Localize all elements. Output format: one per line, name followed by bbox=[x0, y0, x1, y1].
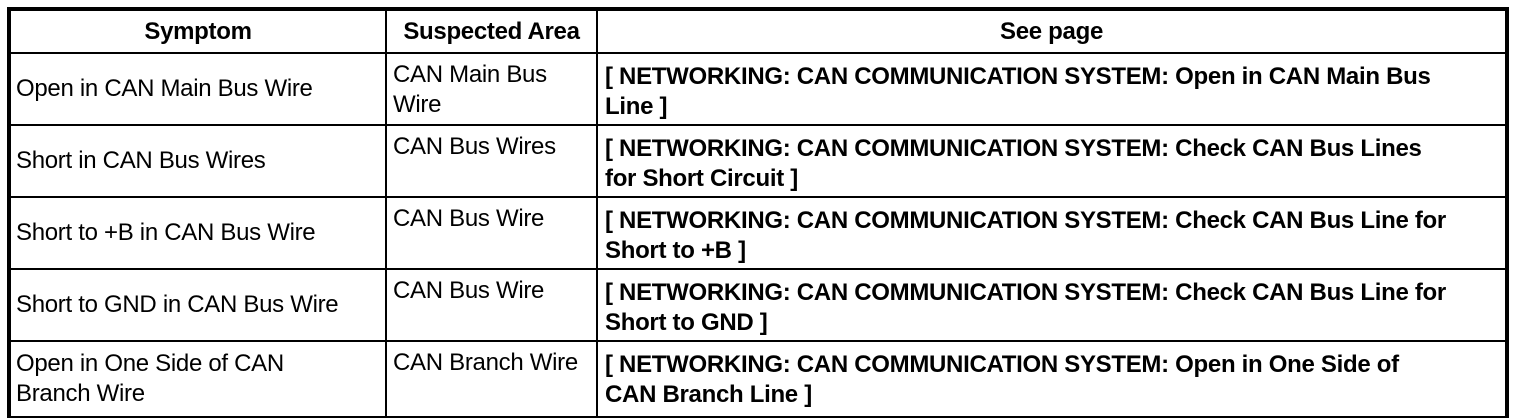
suspected-area-cell: CAN Bus Wire bbox=[385, 196, 598, 270]
suspected-area-cell: CAN Bus Wires bbox=[385, 124, 598, 198]
suspected-area-cell: CAN Main Bus Wire bbox=[385, 52, 598, 126]
col-header-see-page: See page bbox=[596, 8, 1508, 54]
see-page-cell: [ NETWORKING: CAN COMMUNICATION SYSTEM: … bbox=[596, 268, 1508, 342]
see-page-cell: [ NETWORKING: CAN COMMUNICATION SYSTEM: … bbox=[596, 340, 1508, 418]
table-row: Short in CAN Bus Wires CAN Bus Wires [ N… bbox=[8, 124, 1508, 198]
table-header-row: Symptom Suspected Area See page bbox=[8, 8, 1508, 54]
symptom-cell: Open in One Side of CAN Branch Wire bbox=[8, 340, 387, 418]
see-page-cell: [ NETWORKING: CAN COMMUNICATION SYSTEM: … bbox=[596, 52, 1508, 126]
symptom-cell: Short to +B in CAN Bus Wire bbox=[8, 196, 387, 270]
diagnostic-symptom-table: Symptom Suspected Area See page Open in … bbox=[7, 7, 1509, 418]
suspected-area-cell: CAN Branch Wire bbox=[385, 340, 598, 418]
see-page-cell: [ NETWORKING: CAN COMMUNICATION SYSTEM: … bbox=[596, 124, 1508, 198]
table-row: Short to +B in CAN Bus Wire CAN Bus Wire… bbox=[8, 196, 1508, 270]
table-row: Open in CAN Main Bus Wire CAN Main Bus W… bbox=[8, 52, 1508, 126]
col-header-suspected-area: Suspected Area bbox=[385, 8, 598, 54]
see-page-cell: [ NETWORKING: CAN COMMUNICATION SYSTEM: … bbox=[596, 196, 1508, 270]
suspected-area-cell: CAN Bus Wire bbox=[385, 268, 598, 342]
table-row: Open in One Side of CAN Branch Wire CAN … bbox=[8, 340, 1508, 418]
symptom-cell: Short to GND in CAN Bus Wire bbox=[8, 268, 387, 342]
symptom-cell: Open in CAN Main Bus Wire bbox=[8, 52, 387, 126]
table-row: Short to GND in CAN Bus Wire CAN Bus Wir… bbox=[8, 268, 1508, 342]
col-header-symptom: Symptom bbox=[8, 8, 387, 54]
symptom-cell: Short in CAN Bus Wires bbox=[8, 124, 387, 198]
